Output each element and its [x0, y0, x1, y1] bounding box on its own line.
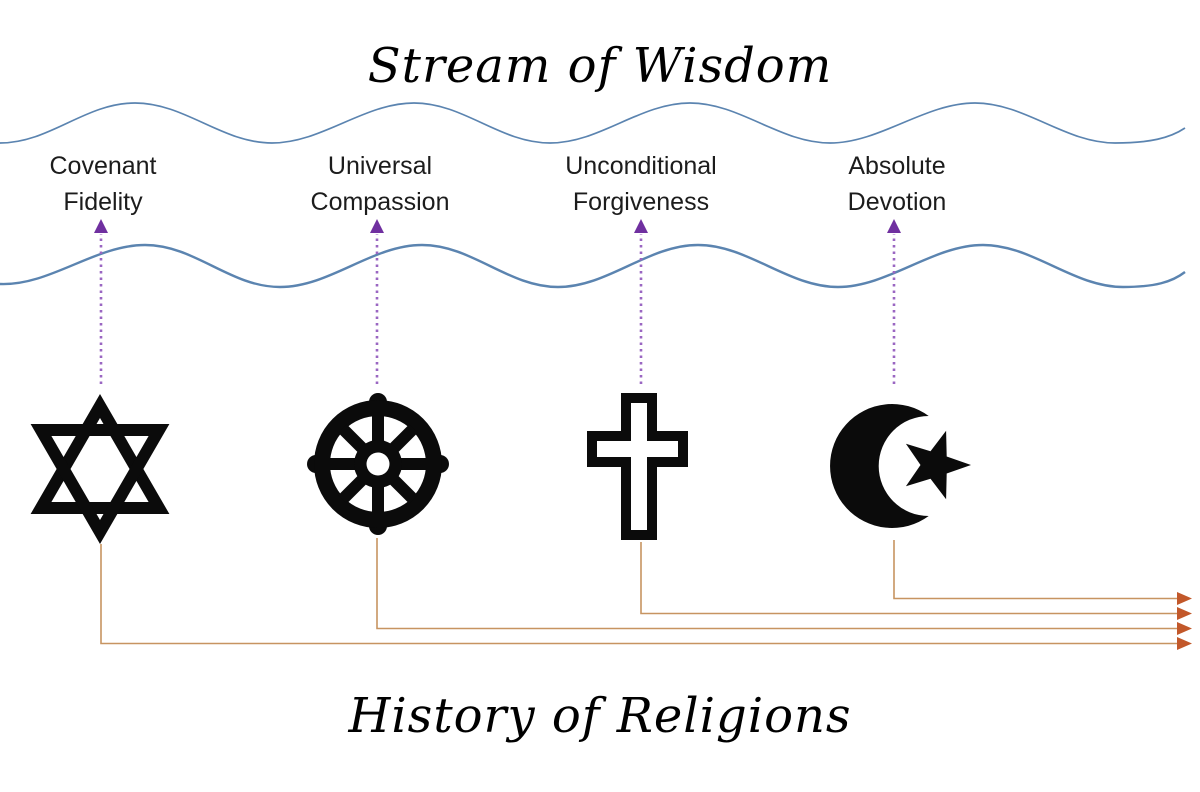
label-line1: Universal [327, 152, 433, 180]
arrow-up-icon [887, 219, 901, 233]
arrow-up-icon [634, 219, 648, 233]
label-covenant-fidelity: Covenant Fidelity [49, 148, 156, 220]
wisdom-arrow-judaism [94, 219, 108, 384]
label-line1: Covenant [49, 152, 157, 180]
history-connector-buddhism [376, 538, 1192, 635]
latin-cross-icon [587, 393, 688, 540]
label-universal-compassion: Universal Compassion [311, 148, 450, 220]
arrow-right-icon [1177, 622, 1192, 635]
arrow-right-icon [1177, 592, 1192, 605]
dharma-wheel-icon [307, 393, 449, 535]
history-connector-christianity [640, 542, 1192, 620]
arrow-right-icon [1177, 637, 1192, 650]
label-line2: Compassion [310, 188, 450, 216]
stream-of-wisdom-title: Stream of Wisdom [367, 38, 833, 94]
label-absolute-devotion: Absolute Devotion [848, 148, 947, 220]
wisdom-arrow-islam [887, 219, 901, 384]
stream-wave-top [0, 102, 1186, 144]
crescent-and-star-icon [830, 403, 971, 528]
history-connector-judaism [100, 544, 1192, 650]
label-line2: Forgiveness [572, 188, 710, 216]
label-line2: Devotion [847, 188, 947, 216]
history-connector-islam [893, 540, 1192, 605]
arrow-up-icon [370, 219, 384, 233]
arrow-right-icon [1177, 607, 1192, 620]
arrow-up-icon [94, 219, 108, 233]
label-line1: Absolute [848, 152, 946, 180]
label-line1: Unconditional [565, 152, 717, 180]
wisdom-arrow-christianity [634, 219, 648, 384]
star-of-david-icon [30, 394, 170, 544]
history-of-religions-title: History of Religions [348, 688, 852, 744]
label-unconditional-forgiveness: Unconditional Forgiveness [565, 148, 717, 220]
wisdom-arrow-buddhism [370, 219, 384, 384]
stream-wave-bottom [0, 243, 1186, 289]
label-line2: Fidelity [63, 188, 143, 216]
